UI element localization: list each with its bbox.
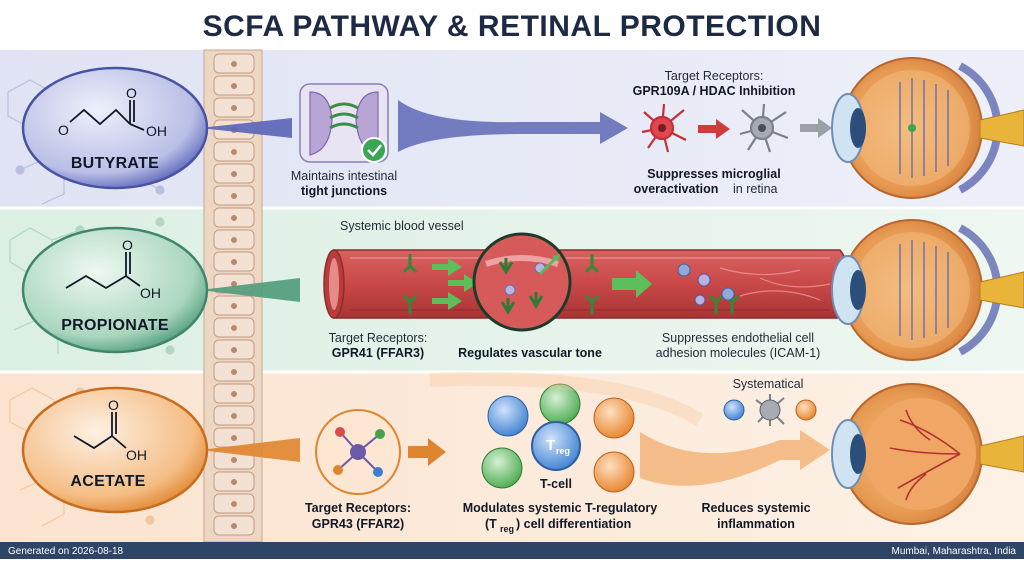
- retina-eye-icon-acetate: [831, 383, 1024, 525]
- acetate-effect-line1: Reduces systemic: [701, 501, 810, 515]
- propionate-name: PROPIONATE: [61, 317, 169, 334]
- butyrate-section: O O OH BUTYRATE Maintains intestinal tig…: [21, 57, 1024, 199]
- propionate-section: O OH PROPIONATE Systemic blood vessel: [21, 219, 1024, 361]
- footer-location: Mumbai, Maharashtra, India: [891, 546, 1016, 557]
- junction-caption-line1: Maintains intestinal: [291, 169, 397, 183]
- acetate-receptor-names: GPR43 (FFAR2): [312, 517, 404, 531]
- propionate-bubble-tail: [200, 278, 300, 302]
- blood-vessel: [323, 249, 852, 319]
- gpr43-receptor-icon: [315, 409, 401, 495]
- immune-cells: [481, 383, 635, 493]
- acetate-name: ACETATE: [70, 473, 145, 490]
- suppression-arrow: [698, 119, 730, 139]
- acetate-receptor-label: Target Receptors:: [305, 501, 411, 515]
- modulates-line2: (T reg ) cell differentiation: [485, 517, 631, 534]
- acetate-section: O OH ACETATE Target Receptors: GPR43 (FF…: [21, 371, 1024, 534]
- acetate-atom-oh: OH: [126, 447, 147, 463]
- propionate-effect-line1: Suppresses endothelial cell: [662, 331, 814, 345]
- activated-microglia-icon: [641, 103, 687, 153]
- receptor-icon: [402, 294, 418, 314]
- butyrate-receptor-names: GPR109A / HDAC Inhibition: [633, 84, 796, 98]
- butyrate-atom-o2: O: [126, 85, 137, 101]
- butyrate-effect-line2-bold: overactivation: [634, 182, 719, 196]
- acetate-molecule-bubble: [21, 386, 209, 514]
- junction-caption-line2: tight junctions: [301, 184, 387, 198]
- tight-junction-icon: [299, 83, 389, 163]
- page-title: SCFA PATHWAY & RETINAL PROTECTION: [203, 10, 822, 43]
- propionate-flow-arrows: [432, 258, 652, 310]
- propionate-atom-o: O: [122, 237, 133, 253]
- receptor-icon: [584, 294, 600, 314]
- butyrate-atom-oh: OH: [146, 123, 167, 139]
- acetate-atom-o: O: [108, 397, 119, 413]
- eye-pointer-arrow: [800, 118, 832, 138]
- receptor-icon: [584, 254, 600, 274]
- propionate-atom-oh: OH: [140, 285, 161, 301]
- acetate-arrow-2: [640, 430, 830, 486]
- vascular-zoom-circle: [472, 232, 572, 332]
- treg-cell-label: T: [546, 437, 555, 454]
- footer-generated: Generated on 2026-08-18: [8, 546, 124, 557]
- modulates-line2-sub: reg: [500, 524, 514, 534]
- butyrate-pathway-arrow: [398, 100, 628, 152]
- butyrate-effect-line2-rest: in retina: [733, 182, 778, 196]
- butyrate-molecule-bubble: [21, 66, 209, 190]
- propionate-structure: [65, 252, 141, 290]
- gpr41-receptors: [402, 254, 740, 314]
- butyrate-name: BUTYRATE: [71, 155, 159, 172]
- retina-eye-icon-propionate: [831, 219, 1024, 361]
- leukocyte-cells: [677, 263, 735, 306]
- footer-bar: [0, 542, 1024, 559]
- modulates-line2-post: ) cell differentiation: [516, 517, 631, 531]
- butyrate-structure: [69, 100, 145, 131]
- receptor-icon: [402, 254, 418, 274]
- systematical-label: Systematical: [733, 377, 804, 391]
- retina-eye-icon-butyrate: [831, 57, 1024, 199]
- propionate-receptor-label: Target Receptors:: [329, 331, 428, 345]
- vascular-tone-caption: Regulates vascular tone: [458, 346, 602, 360]
- intestinal-epithelium: [203, 49, 263, 543]
- butyrate-effect-line1: Suppresses microglial: [647, 167, 780, 181]
- receptor-icon: [708, 294, 724, 314]
- butyrate-bubble-tail: [200, 118, 292, 138]
- treg-cell-sub: reg: [556, 446, 570, 456]
- resting-microglia-icon: [739, 103, 789, 153]
- treg-cell: [531, 421, 581, 471]
- tcell-label: T-cell: [540, 477, 572, 491]
- propionate-receptor-names: GPR41 (FFAR3): [332, 346, 424, 360]
- butyrate-receptor-label: Target Receptors:: [665, 69, 764, 83]
- acetate-structure: [73, 412, 127, 450]
- propionate-molecule-bubble: [21, 226, 209, 354]
- modulates-line2-pre: (T: [485, 517, 497, 531]
- butyrate-atom-o1: O: [58, 122, 69, 138]
- acetate-effect-line2: inflammation: [717, 517, 795, 531]
- systemic-cells-icon: [723, 394, 817, 426]
- acetate-bubble-tail: [200, 438, 300, 462]
- vessel-label: Systemic blood vessel: [340, 219, 464, 233]
- propionate-effect-line2: adhesion molecules (ICAM-1): [656, 346, 821, 360]
- check-icon: [361, 137, 387, 163]
- acetate-arrow-1: [408, 438, 446, 466]
- modulates-line1: Modulates systemic T-regulatory: [463, 501, 658, 515]
